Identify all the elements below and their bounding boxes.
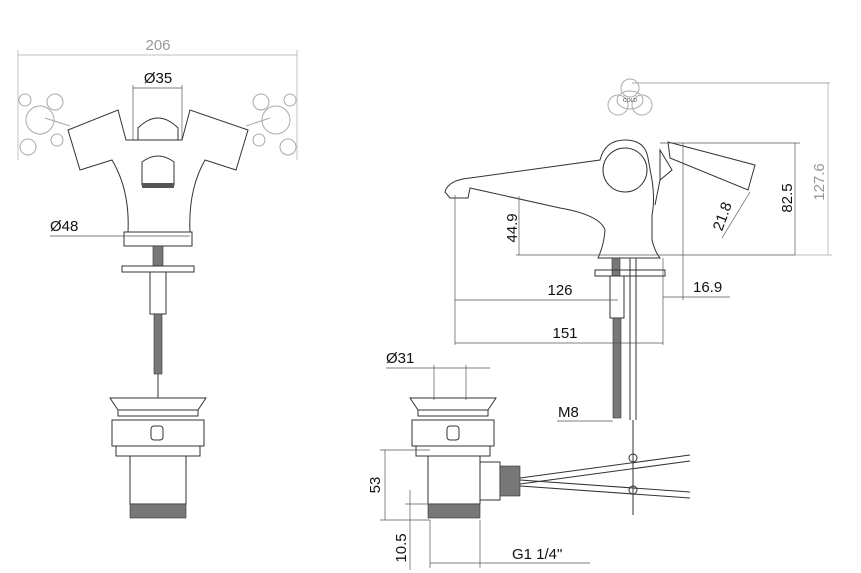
dim-thread-rod: M8	[558, 404, 579, 421]
dim-thread-length: 10.5	[393, 533, 410, 562]
cold-indicator: COLD	[623, 98, 637, 104]
aerator-mesh	[142, 183, 174, 188]
dim-line-21-8	[721, 191, 751, 239]
waste-thread	[129, 503, 187, 519]
threaded-rod	[153, 313, 163, 375]
dim-body-height: 82.5	[779, 183, 796, 212]
dim-spout-reach: 126	[547, 282, 572, 299]
cross-handle-left	[18, 93, 71, 156]
base-plate	[123, 231, 193, 247]
valve-body	[602, 147, 648, 193]
dim-overall-depth: 151	[552, 325, 577, 342]
backnut-washer	[121, 265, 195, 273]
backnut	[149, 271, 167, 315]
pop-up-lever	[667, 141, 756, 191]
side-view: COLD 44.9 82.5 127.6 21.8 126	[444, 78, 832, 515]
backnut-washer	[594, 269, 666, 277]
cross-handle-side	[607, 78, 830, 116]
tap-body-side	[444, 139, 662, 259]
spout-cap	[137, 117, 179, 141]
waste-front	[109, 397, 207, 519]
aerator	[141, 155, 175, 186]
dim-thread-size: G1 1/4"	[512, 546, 562, 563]
dim-lever-offset: 16.9	[693, 279, 722, 296]
cross-handle-right	[245, 93, 297, 156]
lever-rod	[654, 179, 661, 206]
dim-waste-height: 53	[367, 477, 384, 494]
tap-body-front	[67, 109, 249, 233]
backnut	[609, 275, 625, 319]
waste-side-view: Ø31 53 10.5 G1 1/4"	[367, 350, 590, 570]
dim-overall-width: 206	[145, 37, 170, 54]
dim-lever-length: 21.8	[710, 200, 736, 233]
dim-overall-height: 127.6	[811, 163, 828, 201]
threaded-rod	[152, 245, 164, 267]
dim-base-diameter: Ø48	[50, 218, 78, 235]
dim-spout-height: 44.9	[504, 213, 521, 242]
dim-spout-diameter: Ø35	[144, 70, 172, 87]
pivot-nut	[499, 465, 521, 497]
front-view: 206 Ø35 Ø48	[17, 37, 298, 519]
threaded-rod	[612, 317, 622, 419]
waste-thread	[427, 503, 481, 519]
pop-up-linkage	[519, 420, 691, 515]
dim-flange-diameter: Ø31	[386, 350, 414, 367]
threaded-rod	[611, 257, 621, 277]
